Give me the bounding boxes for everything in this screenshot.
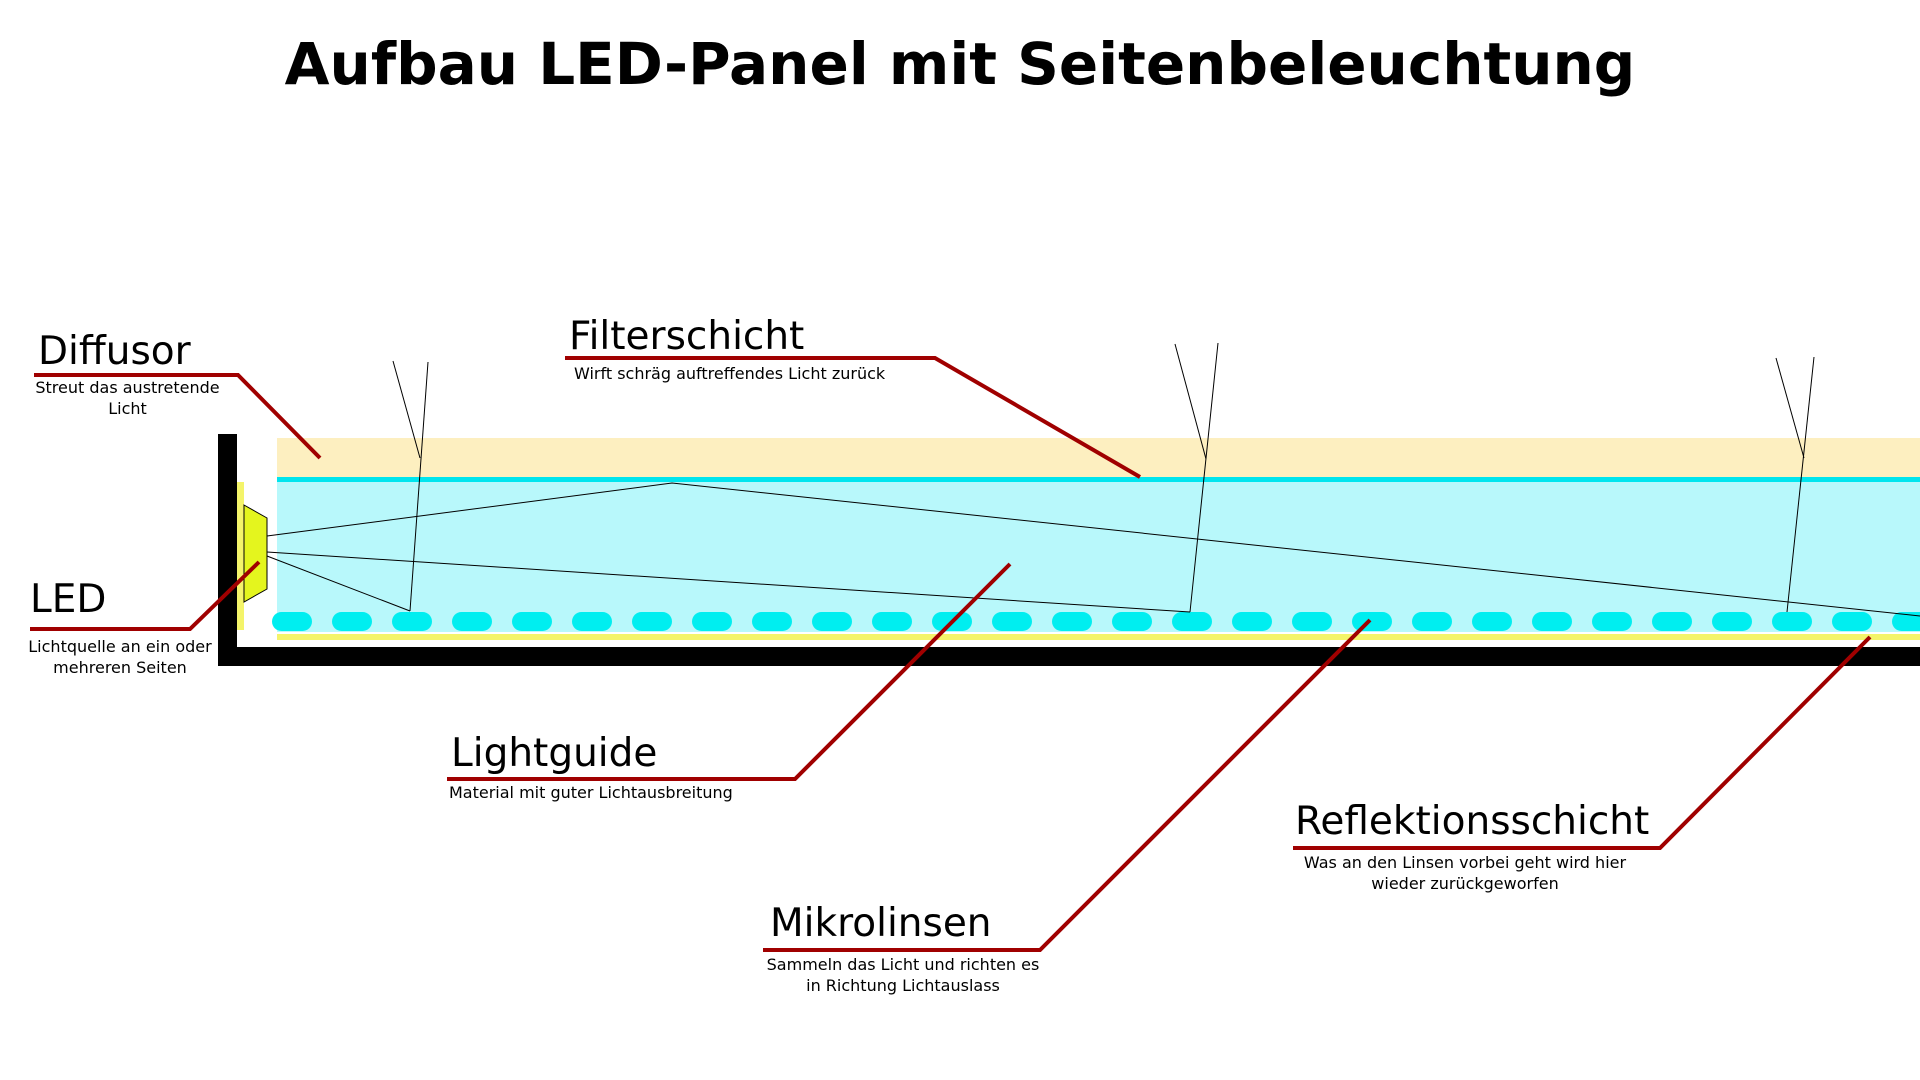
microlens: [812, 612, 852, 631]
microlens: [1352, 612, 1392, 631]
microlens: [272, 612, 312, 631]
lightguide-body: [277, 482, 1920, 632]
microlens: [1172, 612, 1212, 631]
desc-reflektionsschicht: Was an den Linsen vorbei geht wird hier …: [1295, 852, 1635, 894]
microlens: [1412, 612, 1452, 631]
diffuser-layer: [277, 438, 1920, 478]
label-filterschicht: Filterschicht: [569, 314, 805, 359]
microlens: [392, 612, 432, 631]
light-ray: [1174, 343, 1207, 460]
microlens: [1652, 612, 1692, 631]
light-ray: [1189, 342, 1219, 613]
microlens: [1892, 612, 1920, 631]
label-lightguide: Lightguide: [451, 731, 658, 776]
microlens: [1232, 612, 1272, 631]
desc-line: Material mit guter Lichtausbreitung: [449, 783, 733, 802]
microlens: [1832, 612, 1872, 631]
diagram-title: Aufbau LED-Panel mit Seitenbeleuchtung: [284, 30, 1636, 98]
filter-layer: [277, 477, 1920, 482]
light-ray: [1786, 356, 1815, 613]
microlens: [512, 612, 552, 631]
microlens: [1472, 612, 1512, 631]
desc-diffusor: Streut das austretende Licht: [20, 377, 235, 419]
desc-line: wieder zurückgeworfen: [1371, 874, 1559, 893]
reflection-layer: [277, 634, 1920, 640]
leader-lines: [30, 356, 1872, 952]
light-ray: [409, 361, 429, 612]
leader-microlenses: [763, 618, 1372, 952]
light-rays: [266, 342, 1920, 617]
microlens: [1052, 612, 1092, 631]
desc-line: Was an den Linsen vorbei geht wird hier: [1303, 853, 1627, 872]
microlens-row: [272, 612, 1920, 631]
label-led: LED: [30, 577, 107, 622]
desc-line: Licht: [108, 399, 147, 418]
microlens: [1532, 612, 1572, 631]
leader-led: [30, 560, 261, 631]
desc-line: Lichtquelle an ein oder: [28, 637, 212, 656]
desc-line: mehreren Seiten: [53, 658, 187, 677]
desc-lightguide: Material mit guter Lichtausbreitung: [449, 782, 733, 803]
desc-line: Sammeln das Licht und richten es: [766, 955, 1040, 974]
leader-reflection: [1293, 635, 1872, 850]
desc-line: Wirft schräg auftreffendes Licht zurück: [574, 364, 886, 383]
microlens: [1112, 612, 1152, 631]
microlens: [752, 612, 792, 631]
desc-filterschicht: Wirft schräg auftreffendes Licht zurück: [574, 363, 885, 384]
microlens: [1772, 612, 1812, 631]
light-ray: [392, 360, 421, 459]
housing-bottom: [218, 647, 1920, 666]
desc-mikrolinsen: Sammeln das Licht und richten es in Rich…: [758, 954, 1048, 996]
microlens: [992, 612, 1032, 631]
microlens: [1592, 612, 1632, 631]
led-strip: [235, 482, 244, 630]
light-ray: [266, 551, 1191, 613]
label-mikrolinsen: Mikrolinsen: [770, 901, 992, 946]
light-ray: [1775, 357, 1805, 459]
microlens: [632, 612, 672, 631]
leader-diffusor: [34, 373, 322, 460]
desc-line: in Richtung Lichtauslass: [806, 976, 1000, 995]
light-ray: [266, 555, 411, 612]
microlens: [692, 612, 732, 631]
desc-line: Streut das austretende: [35, 378, 220, 397]
label-reflektionsschicht: Reflektionsschicht: [1295, 799, 1650, 844]
microlens: [1712, 612, 1752, 631]
microlens: [872, 612, 912, 631]
housing-side: [218, 434, 237, 666]
microlens: [452, 612, 492, 631]
leader-filter: [565, 356, 1142, 479]
leader-lightguide: [447, 562, 1012, 781]
led-icon: [243, 504, 268, 603]
microlens: [332, 612, 372, 631]
microlens: [1292, 612, 1332, 631]
microlens: [572, 612, 612, 631]
label-diffusor: Diffusor: [38, 329, 191, 374]
light-ray: [266, 482, 1920, 617]
desc-led: Lichtquelle an ein oder mehreren Seiten: [20, 636, 220, 678]
